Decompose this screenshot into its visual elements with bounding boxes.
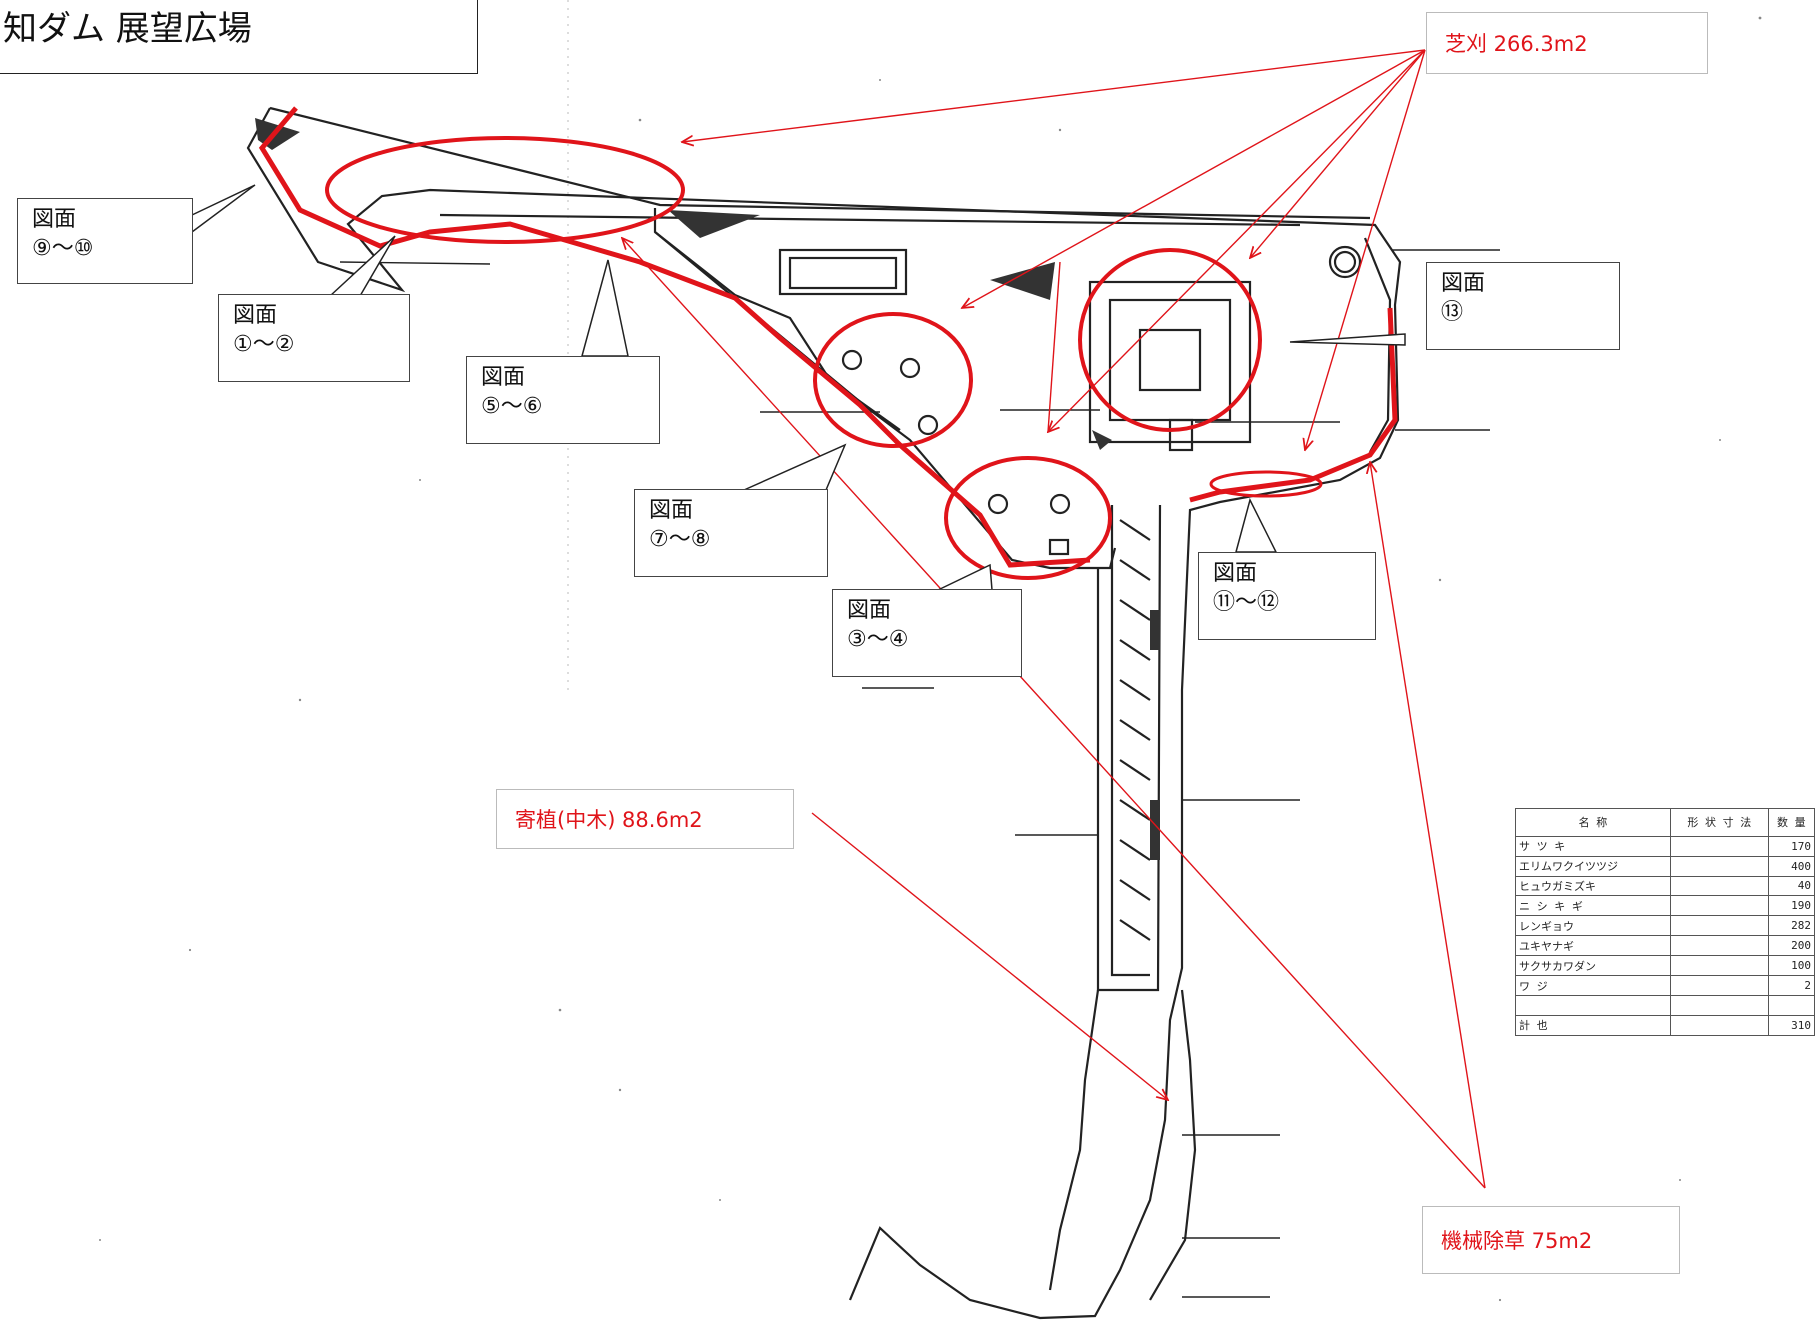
callout-drawings-3-4: 図面 ③〜④ [832, 589, 1022, 677]
plant-qty: 190 [1767, 895, 1816, 917]
plant-size [1669, 855, 1769, 877]
table-row: ワ ジ 2 [1515, 975, 1816, 997]
table-row: エリムワクイツツジ 400 [1515, 855, 1816, 877]
plant-qty: 170 [1767, 835, 1816, 857]
plant-qty: 400 [1767, 855, 1816, 877]
plant-size [1669, 915, 1769, 937]
plant-name: ニ シ キ ギ [1515, 895, 1671, 917]
plant-qty [1767, 995, 1816, 1016]
table-header-size: 形 状 寸 法 [1669, 808, 1769, 837]
note-mowing: 芝刈 266.3m2 [1426, 12, 1708, 74]
callout-heading: 図面 [847, 598, 892, 623]
table-row: レンギョウ 282 [1515, 915, 1816, 937]
plant-size [1669, 995, 1769, 1016]
callout-heading: 図面 [481, 365, 526, 390]
callout-range: ⑨〜⑩ [32, 236, 94, 261]
page-title-box: 知ダム 展望広場 [0, 0, 478, 74]
plant-quantity-table: 名 称 形 状 寸 法 数 量 サ ツ キ 170 エリムワクイツツジ 400 ヒュ… [1515, 808, 1816, 1037]
callout-drawings-7-8: 図面 ⑦〜⑧ [634, 489, 828, 577]
table-row [1515, 995, 1816, 1016]
table-row: ニ シ キ ギ 190 [1515, 895, 1816, 917]
plant-name: レンギョウ [1515, 915, 1671, 937]
callout-range: ⑪〜⑫ [1213, 590, 1280, 615]
callout-range: ⑦〜⑧ [649, 527, 711, 552]
note-mowing-text: 芝刈 266.3m2 [1445, 32, 1588, 56]
callout-drawing-13: 図面 ⑬ [1426, 262, 1620, 350]
callout-drawings-1-2: 図面 ①〜② [218, 294, 410, 382]
callout-range: ⑤〜⑥ [481, 394, 543, 419]
callout-drawings-5-6: 図面 ⑤〜⑥ [466, 356, 660, 444]
plant-total-qty: 310 [1767, 1014, 1816, 1037]
callout-range: ③〜④ [847, 627, 909, 652]
plant-size [1669, 895, 1769, 917]
page-title: 知ダム 展望広場 [3, 8, 252, 49]
table-total-row: 計 也 310 [1515, 1014, 1816, 1037]
plant-qty: 2 [1767, 975, 1816, 997]
plant-qty: 100 [1767, 955, 1816, 977]
table-row: ヒュウガミズキ 40 [1515, 875, 1816, 897]
table-header-name: 名 称 [1515, 808, 1671, 837]
red-markups [258, 49, 1486, 1189]
table-row: サクサカワダン 100 [1515, 955, 1816, 977]
plant-size [1669, 875, 1769, 897]
plant-qty: 40 [1767, 875, 1816, 897]
note-weeding: 機械除草 75m2 [1422, 1206, 1680, 1274]
callout-heading: 図面 [1441, 271, 1486, 296]
plant-size [1669, 935, 1769, 957]
plant-name [1515, 995, 1671, 1016]
callout-drawings-9-10: 図面 ⑨〜⑩ [17, 198, 193, 284]
table-header-qty: 数 量 [1767, 808, 1816, 837]
plant-total-label: 計 也 [1515, 1014, 1671, 1037]
plant-name: ワ ジ [1515, 975, 1671, 997]
note-planting-text: 寄植(中木) 88.6m2 [515, 808, 703, 832]
callout-range: ⑬ [1441, 300, 1464, 325]
plant-size [1669, 975, 1769, 997]
table-row: サ ツ キ 170 [1515, 835, 1816, 857]
callout-range: ①〜② [233, 332, 295, 357]
plant-size [1669, 955, 1769, 977]
plant-qty: 200 [1767, 935, 1816, 957]
plant-name: サクサカワダン [1515, 955, 1671, 977]
callout-heading: 図面 [649, 498, 694, 523]
plant-name: エリムワクイツツジ [1515, 855, 1671, 877]
park-outline [246, 106, 1500, 1320]
callout-pointers [191, 184, 1406, 591]
callout-heading: 図面 [32, 207, 77, 232]
table-row: ユキヤナギ 200 [1515, 935, 1816, 957]
callout-drawings-11-12: 図面 ⑪〜⑫ [1198, 552, 1376, 640]
plant-name: ユキヤナギ [1515, 935, 1671, 957]
plant-qty: 282 [1767, 915, 1816, 937]
callout-heading: 図面 [233, 303, 278, 328]
plant-size [1669, 835, 1769, 857]
plant-name: ヒュウガミズキ [1515, 875, 1671, 897]
callout-heading: 図面 [1213, 561, 1258, 586]
scan-specks [99, 16, 1762, 1302]
plant-name: サ ツ キ [1515, 835, 1671, 857]
note-weeding-text: 機械除草 75m2 [1441, 1229, 1593, 1253]
plant-size [1669, 1014, 1769, 1037]
note-planting: 寄植(中木) 88.6m2 [496, 789, 794, 849]
